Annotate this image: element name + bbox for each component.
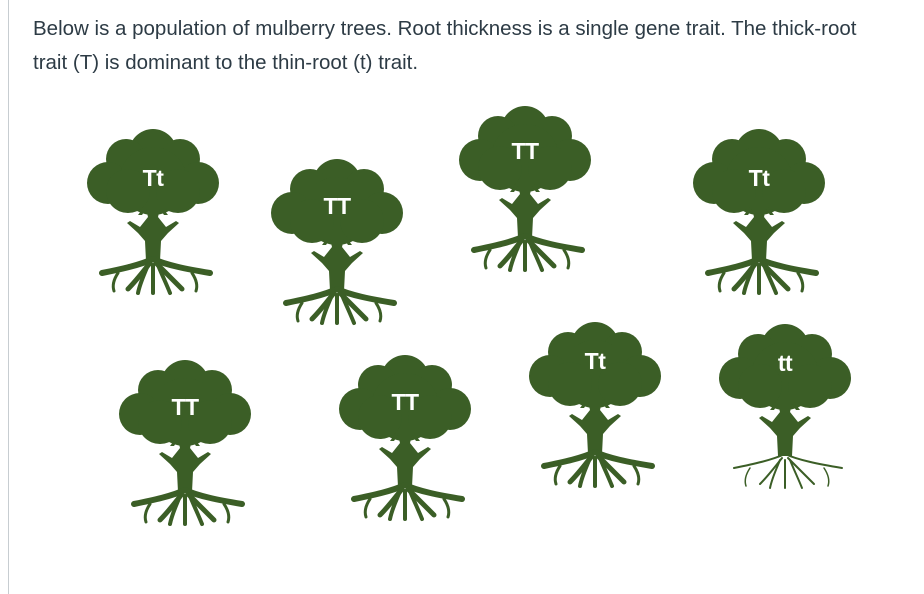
- tree-4: Tt: [684, 123, 834, 323]
- tree-icon: [693, 129, 825, 323]
- question-text: Below is a population of mulberry trees.…: [33, 17, 857, 74]
- content-left-border: [8, 0, 9, 594]
- tree-icon: [529, 322, 661, 516]
- tree-7: Tt: [520, 316, 670, 516]
- tree-icon: [339, 355, 471, 549]
- tree-6: TT: [330, 349, 480, 549]
- tree-icon: [119, 360, 251, 554]
- tree-3: TT: [450, 100, 600, 300]
- tree-5: TT: [110, 354, 260, 554]
- tree-1: Tt: [78, 123, 228, 323]
- tree-icon: [87, 129, 219, 323]
- tree-icon: [459, 106, 591, 300]
- tree-2: TT: [262, 153, 412, 353]
- tree-8: tt: [710, 318, 860, 518]
- tree-icon: [719, 324, 851, 489]
- tree-icon: [271, 159, 403, 353]
